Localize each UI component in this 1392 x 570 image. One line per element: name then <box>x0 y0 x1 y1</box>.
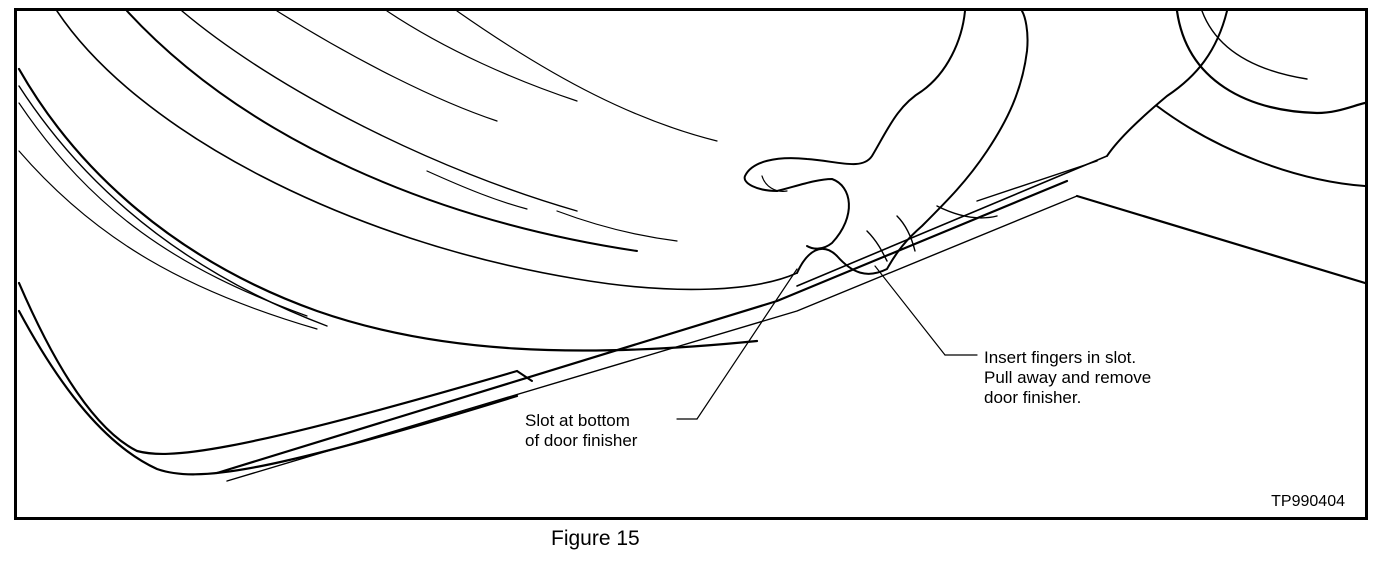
illustration-frame: Slot at bottom of door finisher Insert f… <box>14 8 1368 520</box>
figure-caption: Figure 15 <box>551 527 640 550</box>
door-finisher-removal-illustration <box>17 11 1365 482</box>
callout-fingers-label: Insert fingers in slot. Pull away and re… <box>984 348 1152 407</box>
callout-slot-label: Slot at bottom of door finisher <box>525 411 638 450</box>
figure-code: TP990404 <box>1271 493 1345 510</box>
